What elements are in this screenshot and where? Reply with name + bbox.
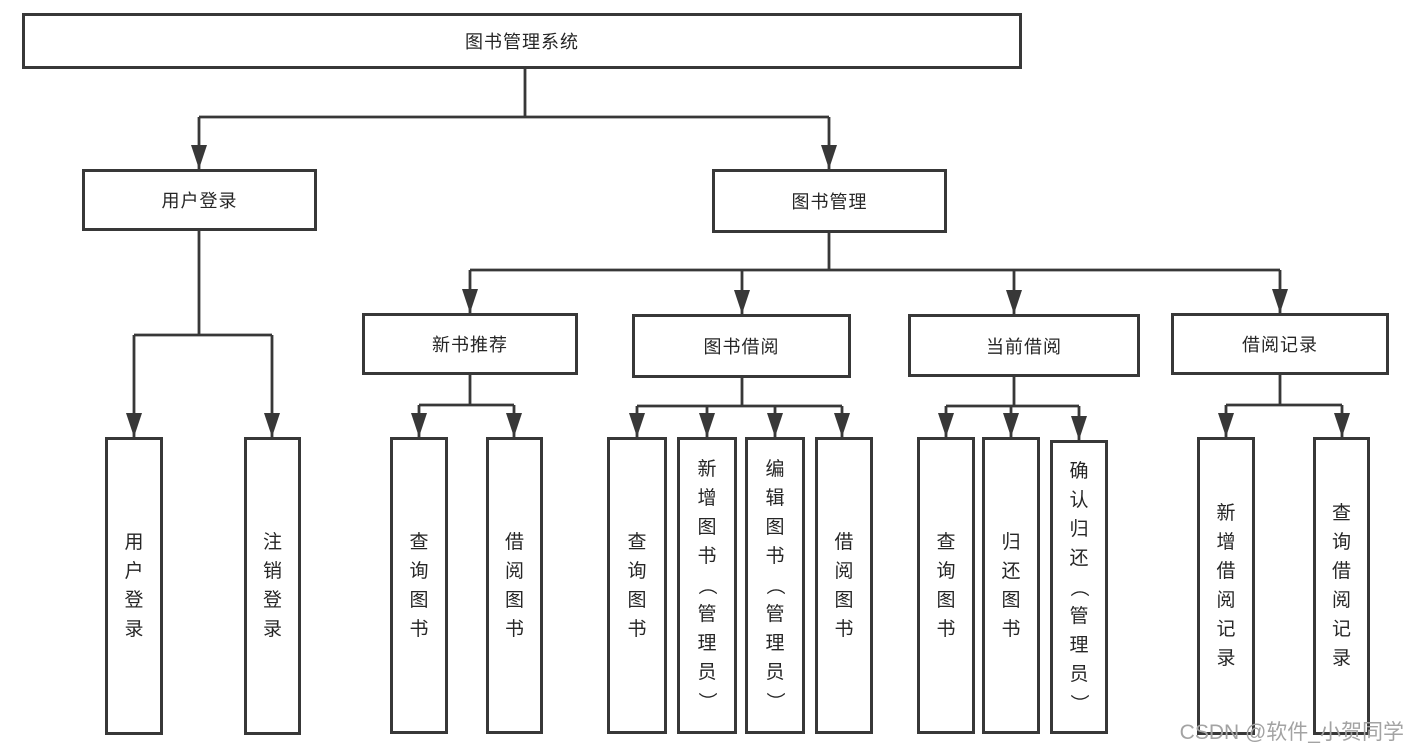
leaf-current-query-books: 查询图书 — [917, 437, 975, 734]
node-borrowing-records-label: 借阅记录 — [1242, 335, 1318, 355]
node-new-book-recommend: 新书推荐 — [362, 313, 578, 375]
node-book-borrowing-label: 图书借阅 — [703, 337, 780, 357]
leaf-rec-query-books: 查询图书 — [390, 437, 448, 734]
leaf-return-books: 归还图书 — [982, 437, 1040, 734]
leaf-logout: 注销登录 — [244, 437, 301, 735]
node-book-management: 图书管理 — [712, 169, 947, 233]
node-user-login-label: 用户登录 — [161, 191, 238, 211]
node-current-borrowing-label: 当前借阅 — [986, 336, 1062, 357]
leaf-borrow-query-books: 查询图书 — [607, 437, 667, 734]
leaf-add-borrow-record: 新增借阅记录 — [1197, 437, 1255, 735]
node-current-borrowing: 当前借阅 — [908, 314, 1140, 377]
node-book-management-label: 图书管理 — [791, 192, 868, 212]
leaf-borrow-books: 借阅图书 — [815, 437, 873, 734]
node-new-book-recommend-label: 新书推荐 — [432, 335, 508, 355]
node-user-login: 用户登录 — [82, 169, 317, 231]
node-borrowing-records: 借阅记录 — [1171, 313, 1389, 375]
leaf-query-borrow-record: 查询借阅记录 — [1313, 437, 1370, 735]
leaf-rec-borrow-books: 借阅图书 — [486, 437, 543, 734]
leaf-user-login: 用户登录 — [105, 437, 163, 735]
node-root-label: 图书管理系统 — [465, 32, 579, 52]
node-root-system: 图书管理系统 — [22, 13, 1022, 69]
csdn-watermark: CSDN @软件_小贺同学 — [1179, 721, 1404, 744]
leaf-add-books-admin: 新增图书（管理员） — [677, 437, 737, 734]
leaf-edit-books-admin: 编辑图书（管理员） — [745, 437, 805, 734]
node-book-borrowing: 图书借阅 — [632, 314, 851, 378]
leaf-confirm-return-admin: 确认归还（管理员） — [1050, 440, 1108, 734]
